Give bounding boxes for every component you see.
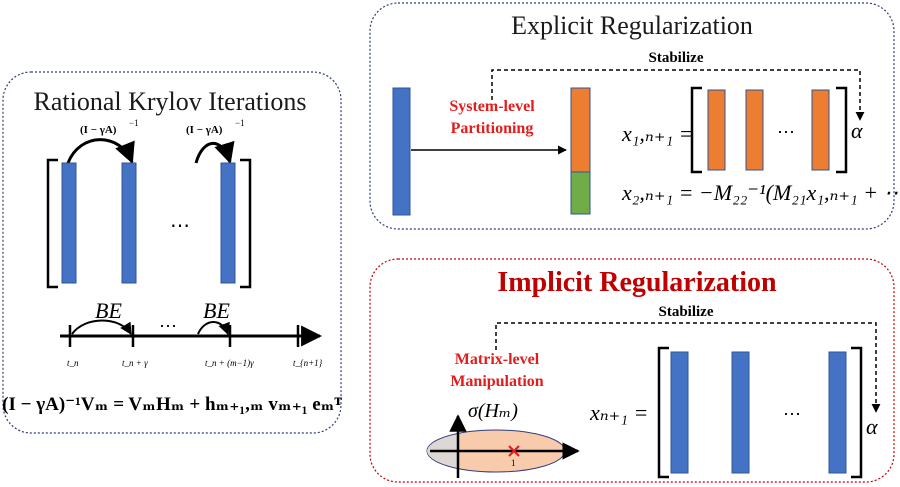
krylov-arrow-1 bbox=[66, 138, 135, 164]
be-label-1: BE bbox=[95, 298, 122, 323]
matrix-ellipsis: ⋯ bbox=[170, 215, 190, 237]
tick-label-tn-m1: t_n + (m−1)γ bbox=[205, 358, 254, 368]
eq1-right-bracket bbox=[836, 86, 848, 174]
implicit-vector-m bbox=[828, 351, 847, 474]
implicit-stabilize-label: Stabilize bbox=[659, 304, 714, 320]
implicit-stabilize-path bbox=[495, 322, 881, 413]
partition-label-line1: System-level bbox=[449, 98, 535, 115]
krylov-vector-2 bbox=[121, 162, 137, 284]
krylov-vector-1 bbox=[61, 162, 77, 284]
implicit-vector-1 bbox=[670, 351, 689, 474]
explicit-eq1-lhs: x₁,ₙ₊₁ = bbox=[621, 121, 693, 146]
eq1-orange-m bbox=[811, 89, 830, 171]
manip-label-line2: Manipulation bbox=[450, 373, 543, 390]
explicit-panel: Explicit Regularization Stabilize System… bbox=[369, 2, 900, 230]
eigenvalue-marker bbox=[508, 445, 520, 457]
implicit-panel-title: Implicit Regularization bbox=[497, 267, 777, 298]
operator-exp-2: −1 bbox=[235, 118, 245, 128]
partition-block-1 bbox=[570, 87, 591, 173]
eq1-alpha: α bbox=[851, 118, 863, 143]
right-bracket bbox=[240, 158, 252, 289]
implicit-left-bracket bbox=[657, 346, 669, 479]
implicit-alpha: α bbox=[866, 414, 878, 439]
eq1-orange-2 bbox=[745, 89, 764, 171]
implicit-panel-border bbox=[369, 258, 895, 483]
tick-label-tn: t_n bbox=[67, 358, 79, 368]
krylov-equation: (I − γA)⁻¹Vₘ = VₘHₘ + hₘ₊₁,ₘ vₘ₊₁ eₘᵀ bbox=[2, 394, 342, 415]
eq1-orange-1 bbox=[707, 89, 726, 171]
operator-exp-1: −1 bbox=[129, 118, 139, 128]
be-arrow-1 bbox=[71, 319, 132, 336]
explicit-stabilize-label: Stabilize bbox=[649, 50, 704, 66]
implicit-vector-2 bbox=[731, 351, 750, 474]
implicit-panel: Implicit Regularization Stabilize Matrix… bbox=[369, 258, 895, 483]
tick-label-tn-gamma: t_n + γ bbox=[122, 358, 148, 368]
operator-label-1: (I − γA) bbox=[80, 124, 117, 136]
manip-label-line1: Matrix-level bbox=[455, 351, 540, 368]
timeline-dots: ⋯ bbox=[159, 316, 177, 336]
explicit-stabilize-path bbox=[491, 69, 865, 121]
left-panel-title: Rational Krylov Iterations bbox=[34, 87, 307, 116]
implicit-eq-lhs: xₙ₊₁ = bbox=[589, 400, 648, 425]
eq1-ellipsis: ⋯ bbox=[777, 122, 795, 142]
left-panel-border bbox=[2, 71, 342, 434]
explicit-panel-title: Explicit Regularization bbox=[511, 11, 753, 40]
krylov-vector-m bbox=[220, 162, 236, 284]
eq1-left-bracket bbox=[690, 86, 702, 174]
implicit-ellipsis: ⋯ bbox=[783, 404, 801, 424]
tick-label-tn1: t_{n+1} bbox=[293, 358, 323, 368]
explicit-panel-border bbox=[369, 2, 895, 230]
left-panel: Rational Krylov Iterations (I − γA) −1 (… bbox=[2, 71, 343, 434]
partition-block-2 bbox=[570, 171, 591, 215]
implicit-right-bracket bbox=[851, 346, 863, 479]
krylov-arrow-2 bbox=[194, 140, 235, 165]
be-arrow-2 bbox=[197, 321, 230, 336]
be-label-2: BE bbox=[203, 298, 230, 323]
partition-label-line2: Partitioning bbox=[451, 120, 534, 137]
full-vector bbox=[392, 87, 411, 216]
operator-label-2: (I − γA) bbox=[186, 124, 223, 136]
eigenvalue-label: 1 bbox=[511, 458, 516, 468]
left-bracket bbox=[46, 158, 58, 289]
explicit-eq2: x₂,ₙ₊₁ = −M₂₂⁻¹(M₂₁x₁,ₙ₊₁ + ⋯) bbox=[621, 180, 900, 205]
spectrum-label: σ(Hₘ) bbox=[468, 400, 518, 422]
